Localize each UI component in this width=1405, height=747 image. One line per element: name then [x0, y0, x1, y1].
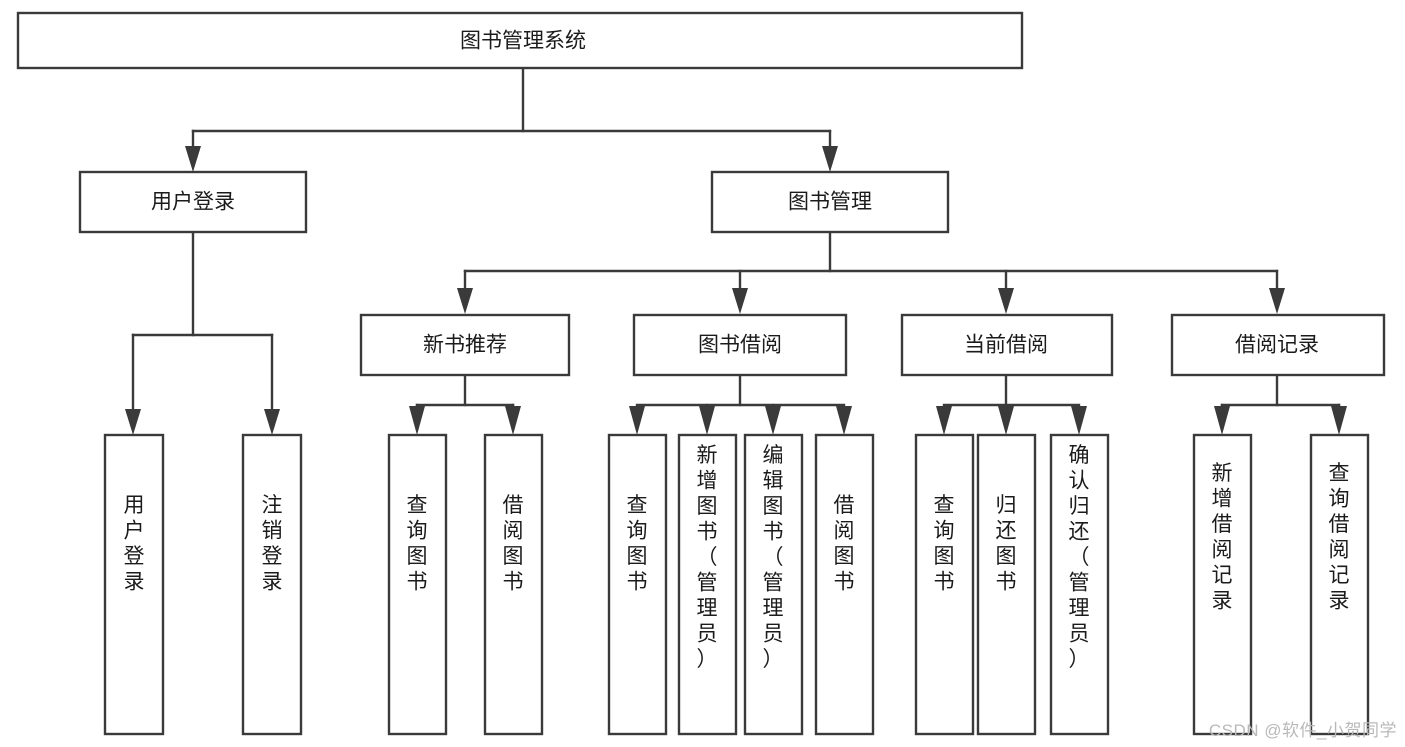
- arrowhead-current-borrow: [998, 288, 1014, 314]
- node-current-borrow-label: 当前借阅: [964, 334, 1048, 357]
- node-root-box[interactable]: [16, 11, 1024, 70]
- node-leaf-query-book-3[interactable]: 查询图书: [914, 433, 975, 736]
- node-new-book-recommend-label: 新书推荐: [423, 334, 507, 357]
- arrowhead-leaf-confirm-return: [1071, 406, 1087, 435]
- node-leaf-logout-login[interactable]: 注销登录: [241, 433, 303, 736]
- node-leaf-return-book[interactable]: 归还图书: [976, 433, 1037, 736]
- arrowhead-leaf-add-record: [1214, 406, 1230, 435]
- node-borrow-record-label: 借阅记录: [1235, 334, 1319, 357]
- node-leaf-return-book-label: 归还图书: [996, 494, 1017, 594]
- node-leaf-add-record-box[interactable]: [1192, 433, 1253, 736]
- node-leaf-add-book-box[interactable]: [677, 433, 738, 736]
- node-leaf-add-record[interactable]: 新增借阅记录: [1192, 433, 1253, 736]
- node-leaf-confirm-return-label: 确认归还（管理员）: [1069, 444, 1090, 671]
- node-leaf-query-record-label: 查询借阅记录: [1329, 462, 1350, 613]
- node-root[interactable]: 图书管理系统: [16, 11, 1024, 70]
- node-root-label: 图书管理系统: [460, 30, 586, 53]
- node-borrow-record-box[interactable]: [1170, 313, 1386, 377]
- arrowhead-leaf-query-book-1: [409, 406, 425, 435]
- node-book-manage[interactable]: 图书管理: [710, 170, 950, 234]
- watermark-credit: CSDN @软件_小贺同学: [1208, 721, 1397, 740]
- arrowhead-book-manage: [822, 146, 838, 172]
- node-leaf-add-book[interactable]: 新增图书（管理员）: [677, 433, 738, 736]
- node-new-book-recommend-box[interactable]: [359, 313, 571, 377]
- node-leaf-edit-book-label: 编辑图书（管理员）: [763, 444, 784, 671]
- node-leaf-user-login[interactable]: 用户登录: [103, 433, 165, 736]
- node-user-login-box[interactable]: [78, 170, 308, 234]
- node-leaf-user-login-label: 用户登录: [124, 494, 145, 594]
- node-book-borrow-box[interactable]: [632, 313, 848, 377]
- node-book-borrow[interactable]: 图书借阅: [632, 313, 848, 377]
- arrowhead-leaf-logout-login: [264, 409, 280, 435]
- node-leaf-borrow-book-2-box[interactable]: [814, 433, 875, 736]
- node-new-book-recommend[interactable]: 新书推荐: [359, 313, 571, 377]
- node-leaf-query-book-2-label: 查询图书: [627, 494, 648, 594]
- node-leaf-query-book-1-label: 查询图书: [407, 494, 428, 594]
- node-leaf-logout-login-box[interactable]: [241, 433, 303, 736]
- arrowhead-book-borrow: [732, 288, 748, 314]
- node-leaf-borrow-book-1-box[interactable]: [483, 433, 544, 736]
- node-leaf-add-book-label: 新增图书（管理员）: [697, 444, 718, 671]
- node-leaf-query-book-3-label: 查询图书: [934, 494, 955, 594]
- node-user-login-label: 用户登录: [151, 191, 235, 214]
- node-borrow-record[interactable]: 借阅记录: [1170, 313, 1386, 377]
- node-leaf-borrow-book-2-label: 借阅图书: [834, 494, 855, 594]
- arrowhead-leaf-borrow-book-2: [836, 406, 852, 435]
- arrowhead-new-book-recommend: [457, 288, 473, 314]
- node-leaf-user-login-box[interactable]: [103, 433, 165, 736]
- node-leaf-query-book-1-box[interactable]: [387, 433, 448, 736]
- node-book-manage-label: 图书管理: [788, 191, 872, 214]
- node-leaf-query-record[interactable]: 查询借阅记录: [1309, 433, 1370, 736]
- node-leaf-add-record-label: 新增借阅记录: [1212, 462, 1233, 613]
- arrowhead-user-login: [185, 146, 201, 172]
- arrowhead-leaf-query-book-3: [936, 406, 952, 435]
- node-leaf-confirm-return-box[interactable]: [1049, 433, 1110, 736]
- node-leaf-query-book-1[interactable]: 查询图书: [387, 433, 448, 736]
- node-leaf-query-book-2[interactable]: 查询图书: [607, 433, 668, 736]
- node-leaf-query-book-3-box[interactable]: [914, 433, 975, 736]
- node-book-manage-box[interactable]: [710, 170, 950, 234]
- node-leaf-confirm-return[interactable]: 确认归还（管理员）: [1049, 433, 1110, 736]
- node-leaf-edit-book[interactable]: 编辑图书（管理员）: [743, 433, 804, 736]
- arrowhead-leaf-return-book: [998, 406, 1014, 435]
- node-leaf-query-record-box[interactable]: [1309, 433, 1370, 736]
- node-current-borrow-box[interactable]: [900, 313, 1114, 377]
- arrowhead-leaf-edit-book: [765, 406, 781, 435]
- node-user-login[interactable]: 用户登录: [78, 170, 308, 234]
- node-leaf-edit-book-box[interactable]: [743, 433, 804, 736]
- node-leaf-logout-login-label: 注销登录: [262, 494, 283, 594]
- node-book-borrow-label: 图书借阅: [698, 334, 782, 357]
- arrowhead-leaf-query-book-2: [629, 406, 645, 435]
- connector-layer: [125, 67, 1347, 435]
- node-leaf-query-book-2-box[interactable]: [607, 433, 668, 736]
- node-leaf-borrow-book-1-label: 借阅图书: [503, 494, 524, 594]
- arrowhead-leaf-user-login: [125, 409, 141, 435]
- arrowhead-leaf-query-record: [1331, 406, 1347, 435]
- arrowhead-leaf-add-book: [699, 406, 715, 435]
- node-current-borrow[interactable]: 当前借阅: [900, 313, 1114, 377]
- node-leaf-return-book-box[interactable]: [976, 433, 1037, 736]
- node-leaf-borrow-book-1[interactable]: 借阅图书: [483, 433, 544, 736]
- arrowhead-leaf-borrow-book-1: [505, 406, 521, 435]
- arrowhead-borrow-record: [1269, 288, 1285, 314]
- node-leaf-borrow-book-2[interactable]: 借阅图书: [814, 433, 875, 736]
